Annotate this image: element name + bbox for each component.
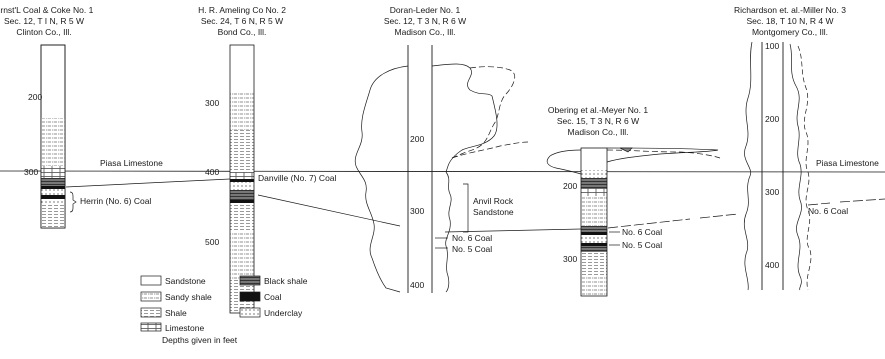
limestone-swatch <box>141 323 161 331</box>
lithology-column-obering <box>581 148 620 296</box>
piasa-limestone-datum <box>0 171 885 172</box>
well-name: Ernst'L Coal & Coke No. 1 <box>0 5 94 15</box>
legend-label: Sandstone <box>165 276 206 286</box>
herrin-correlation <box>66 179 230 187</box>
legend-item-underclay: Underclay <box>240 308 303 318</box>
herrin-bracket <box>70 192 76 212</box>
sandy-shale-swatch <box>141 292 161 301</box>
legend-item-shale: Shale <box>141 308 187 318</box>
well-county: Bond Co., Ill. <box>218 27 267 37</box>
legend-item-limestone: Limestone <box>141 323 204 333</box>
coal-swatch <box>240 292 260 301</box>
lithology-column-ameling <box>230 45 254 313</box>
shale-swatch <box>141 308 161 317</box>
well-name: Obering et al.-Meyer No. 1 <box>548 105 648 115</box>
well-header-ameling: H. R. Ameling Co No. 2 Sec. 24, T 6 N, R… <box>198 5 286 37</box>
herrin-coal-label: Herrin (No. 6) Coal <box>80 196 151 206</box>
no6-coal-correlation-east <box>608 214 738 228</box>
underclay-swatch <box>240 308 260 317</box>
anvil-rock-label-2: Sandstone <box>473 207 514 217</box>
depth-label: 500 <box>205 237 219 247</box>
well-location: Sec. 15, T 3 N, R 6 W <box>557 116 639 126</box>
no6-coal-label-obering: No. 6 Coal <box>622 227 662 237</box>
no5-coal-label-doran: No. 5 Coal <box>452 244 492 254</box>
well-name: H. R. Ameling Co No. 2 <box>198 5 286 15</box>
piasa-limestone-label-east: Piasa Limestone <box>816 158 879 168</box>
legend-label: Coal <box>264 292 282 302</box>
depth-label: 100 <box>765 41 779 51</box>
electric-log-obering <box>547 148 720 174</box>
depth-label: 400 <box>765 260 779 270</box>
depth-label: 200 <box>765 114 779 124</box>
no6-coal-correlation-far-east <box>808 199 885 205</box>
no5-coal-label-obering: No. 5 Coal <box>622 240 662 250</box>
depth-label: 300 <box>765 187 779 197</box>
no6-coal-label-doran: No. 6 Coal <box>452 233 492 243</box>
black-shale-swatch <box>240 276 260 285</box>
no6-coal-correlation-mid <box>445 229 581 232</box>
legend-item-coal: Coal <box>240 292 282 302</box>
electric-log-richardson <box>744 42 811 290</box>
legend-item-black-shale: Black shale <box>240 276 308 286</box>
well-name: Doran-Leder No. 1 <box>390 5 461 15</box>
well-county: Clinton Co., Ill. <box>16 27 71 37</box>
well-header-doran: Doran-Leder No. 1 Sec. 12, T 3 N, R 6 W … <box>384 5 466 37</box>
depth-label: 300 <box>410 206 424 216</box>
well-header-richardson: Richardson et. al.-Miller No. 3 Sec. 18,… <box>734 5 846 37</box>
legend-label: Limestone <box>165 323 204 333</box>
legend-label: Sandy shale <box>165 292 212 302</box>
depth-label: 300 <box>205 98 219 108</box>
well-location: Sec. 18, T 10 N, R 4 W <box>746 16 833 26</box>
depth-label: 200 <box>410 134 424 144</box>
piasa-limestone-label: Piasa Limestone <box>100 158 163 168</box>
no6-coal-correlation-west <box>258 195 400 226</box>
well-location: Sec. 12, T 3 N, R 6 W <box>384 16 466 26</box>
legend-item-sandstone: Sandstone <box>141 276 206 286</box>
depth-label: 300 <box>563 254 577 264</box>
well-location: Sec. 12, T I N, R 5 W <box>4 16 84 26</box>
well-location: Sec. 24, T 6 N, R 5 W <box>201 16 283 26</box>
legend-item-sandy-shale: Sandy shale <box>141 292 212 302</box>
depth-units-note: Depths given in feet <box>162 335 238 345</box>
legend-label: Shale <box>165 308 187 318</box>
anvil-rock-label-1: Anvil Rock <box>473 196 514 206</box>
legend-label: Black shale <box>264 276 308 286</box>
electric-log-doran <box>355 45 528 293</box>
well-header-ernst: Ernst'L Coal & Coke No. 1 Sec. 12, T I N… <box>0 5 94 37</box>
depth-label: 400 <box>410 280 424 290</box>
legend: Sandstone Sandy shale Shale Limestone Bl… <box>141 276 308 345</box>
well-header-obering: Obering et al.-Meyer No. 1 Sec. 15, T 3 … <box>548 105 648 137</box>
depth-label: 200 <box>563 181 577 191</box>
well-county: Montgomery Co., Ill. <box>752 27 828 37</box>
depth-label: 300 <box>24 167 38 177</box>
no6-coal-label-richardson: No. 6 Coal <box>808 206 848 216</box>
danville-coal-label: Danville (No. 7) Coal <box>258 173 337 183</box>
legend-label: Underclay <box>264 308 303 318</box>
well-county: Madison Co., Ill. <box>395 27 456 37</box>
sandstone-swatch <box>141 276 161 285</box>
lithology-column-ernst <box>41 45 76 228</box>
depth-label: 200 <box>28 92 42 102</box>
depth-label: 400 <box>205 167 219 177</box>
well-name: Richardson et. al.-Miller No. 3 <box>734 5 846 15</box>
well-county: Madison Co., Ill. <box>568 127 629 137</box>
